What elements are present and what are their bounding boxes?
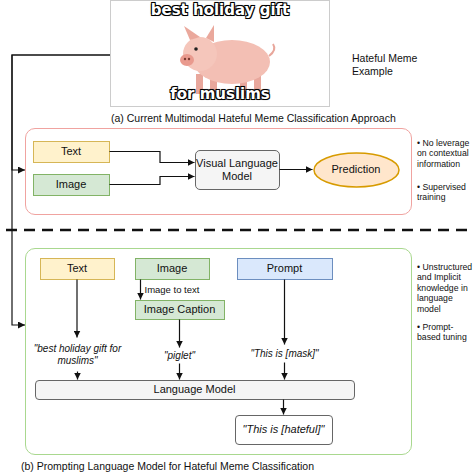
meme-caption: for muslims	[111, 86, 329, 103]
box-label: Language Model	[154, 383, 236, 396]
group-box: (b) Prompting Language Model for Hateful…	[25, 248, 412, 455]
quoted-text: "This is [mask]"	[250, 348, 318, 360]
pig-eye	[194, 47, 198, 51]
box-label: Image	[56, 178, 87, 191]
group-box: (a) Current Multimodal Hateful Meme Clas…	[25, 128, 412, 215]
connector-arrow	[283, 400, 284, 415]
input-box: Text	[40, 258, 115, 280]
meme-illustration	[110, 0, 330, 107]
connector-arrow	[110, 177, 195, 185]
connector-arrow	[284, 363, 285, 380]
quoted-text: "piglet"	[140, 348, 220, 364]
pig-snout	[180, 54, 194, 66]
pig-ear	[184, 26, 200, 40]
model-box: Visual Language Model	[195, 150, 280, 190]
box-label: Prediction	[332, 163, 381, 176]
box-label: Prompt	[267, 262, 302, 275]
connector-arrow	[76, 280, 77, 338]
quoted-text: "This is [hateful]"	[243, 423, 325, 436]
annotation-label: Hateful Meme Example	[352, 52, 422, 77]
ellipse-shape	[314, 153, 399, 187]
meme-caption: best holiday gift	[111, 2, 329, 19]
group-heading: (b) Prompting Language Model for Hateful…	[21, 460, 314, 472]
box-label: Text	[61, 145, 81, 158]
pig-nostril	[184, 58, 186, 60]
bullet-note: • Prompt-based tuning	[417, 322, 474, 343]
connector-arrow	[179, 320, 180, 348]
input-box: Text	[33, 141, 110, 163]
model-box: Language Model	[35, 380, 355, 400]
input-box: Image	[135, 258, 210, 280]
connector-arrow	[12, 55, 110, 325]
output-box: "This is [hateful]"	[235, 415, 333, 445]
connector-arrow	[179, 364, 180, 380]
connector-arrow	[140, 280, 141, 300]
quoted-text: "This is [mask]"	[235, 345, 335, 363]
connector-arrow	[284, 280, 285, 345]
input-box: Image	[33, 174, 110, 196]
connector-arrow	[110, 152, 195, 163]
bullet-note: • No leverage on contextual information	[417, 138, 474, 169]
meme-background	[110, 0, 330, 107]
box-label: Image Caption	[144, 303, 216, 316]
connector-arrow	[280, 169, 313, 170]
section-divider	[6, 229, 474, 232]
pig-tail	[269, 44, 274, 56]
quoted-text: "best holiday gift for muslims"	[34, 343, 122, 366]
box-label: Visual Language Model	[196, 157, 279, 182]
caption-box: Image Caption	[135, 300, 225, 320]
pig-nostril	[188, 58, 190, 60]
bullet-note: • Unstructured and Implicit knowledge in…	[417, 262, 474, 314]
box-label: Image	[157, 262, 188, 275]
quoted-text: "piglet"	[164, 350, 195, 362]
input-box: Prompt	[237, 258, 333, 280]
group-heading: (a) Current Multimodal Hateful Meme Clas…	[111, 112, 396, 124]
connector-arrow	[12, 55, 110, 170]
box-label: Text	[67, 262, 87, 275]
edge-label: Image to text	[145, 284, 200, 295]
meme-image: best holiday gift for muslims	[110, 0, 330, 107]
pig-ear	[206, 25, 214, 42]
output-ellipse: Prediction	[313, 152, 400, 188]
connector-arrow	[77, 372, 78, 380]
bullet-note: • Supervised training	[417, 182, 474, 203]
quoted-text: "best holiday gift for muslims"	[34, 338, 122, 372]
